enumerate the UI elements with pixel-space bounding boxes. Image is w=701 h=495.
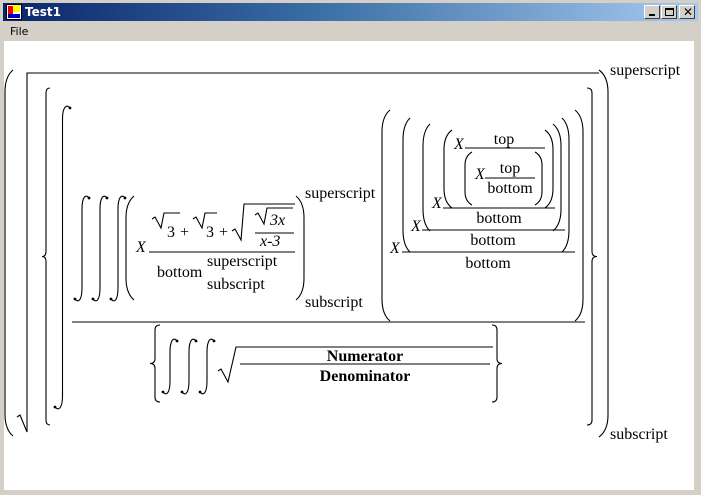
nested-left-paren-5 (464, 151, 473, 206)
integral-3-dot-top (123, 196, 127, 200)
integral-2-dot-top (105, 196, 109, 200)
denominator-integral-3-dot-bottom (198, 390, 202, 394)
nested-top-5: top (500, 160, 520, 177)
paren-superscript: superscript (305, 185, 376, 202)
big-integral (54, 105, 71, 410)
integral-3-dot-bottom (109, 297, 113, 301)
nested-right-paren-4 (544, 129, 554, 209)
denominator-integral-2 (181, 338, 197, 395)
inner-superscript: superscript (207, 253, 278, 270)
nested-left-paren-1 (381, 109, 391, 322)
nested-left-paren-3 (422, 123, 431, 232)
radical-1 (151, 212, 180, 230)
denominator-right-brace (491, 324, 503, 403)
outer-right-paren (598, 69, 609, 438)
integral-2-dot-bottom (91, 297, 95, 301)
big-integral-dot-top (68, 106, 72, 110)
denominator-integral-1-dot-bottom (161, 390, 165, 394)
nested-bottom-1: bottom (465, 255, 511, 272)
denominator-integral-1-dot-top (175, 339, 179, 343)
inner-subscript: subscript (207, 276, 265, 293)
minimize-button[interactable] (644, 5, 660, 19)
nested-bottom-3: bottom (476, 210, 522, 227)
maximize-icon (665, 8, 674, 16)
minimize-icon (649, 14, 655, 16)
integral-1-dot-top (87, 196, 91, 200)
outer-left-paren (4, 69, 14, 437)
outer-radical (16, 72, 599, 433)
denominator-integral-2-dot-bottom (180, 390, 184, 394)
paren-subscript: subscript (305, 294, 363, 311)
inner-plus-2: + (219, 224, 228, 241)
denominator-denominator: Denominator (320, 368, 411, 385)
denominator-integral-3-dot-top (212, 339, 216, 343)
nested-base-5: X (474, 166, 486, 183)
nested-right-paren-2 (561, 117, 570, 253)
radical-3 (231, 203, 295, 242)
nested-left-paren-4 (443, 129, 453, 209)
inner-denominator: x-3 (259, 233, 280, 250)
nested-right-paren-5 (534, 151, 543, 206)
nested-bottom-2: bottom (470, 232, 516, 249)
inner-right-paren (295, 195, 305, 301)
integral-1-dot-bottom (73, 297, 77, 301)
app-icon[interactable] (6, 4, 22, 20)
denominator-left-brace (149, 324, 161, 403)
maximize-button[interactable] (661, 5, 677, 19)
inner-radicand-2: 3 (206, 224, 214, 241)
radical-3x (254, 207, 293, 226)
inner-bottom: bottom (157, 264, 203, 281)
formula-canvas (4, 41, 694, 490)
close-icon: ✕ (683, 5, 694, 19)
nested-left-paren-2 (402, 117, 411, 253)
nested-base-2: X (410, 218, 422, 235)
nested-bottom-5: bottom (487, 180, 533, 197)
nested-base-3: X (431, 195, 443, 212)
inner-radicand-3x: 3x (269, 212, 285, 229)
radical-2 (192, 212, 217, 230)
denominator-radical (217, 346, 493, 384)
integral-1 (74, 195, 90, 302)
denominator-integral-3 (199, 338, 215, 395)
menu-file[interactable]: File (10, 25, 29, 38)
denominator-integral-1 (162, 338, 178, 395)
outer-superscript: superscript (610, 62, 681, 79)
nested-base-4: X (453, 136, 465, 153)
nested-top-4: top (494, 131, 514, 148)
nested-right-paren-1 (574, 109, 584, 322)
denominator-numerator: Numerator (327, 348, 403, 365)
window-title: Test1 (25, 5, 61, 19)
outer-subscript: subscript (610, 426, 668, 443)
inner-plus-1: + (180, 224, 189, 241)
outer-left-brace (41, 87, 51, 426)
close-button[interactable]: ✕ (679, 5, 695, 19)
nested-base-1: X (389, 240, 401, 257)
inner-base: X (135, 239, 147, 256)
inner-left-paren (125, 195, 135, 301)
outer-right-brace (586, 87, 598, 426)
menu-bar: File (3, 22, 698, 41)
nested-right-paren-3 (552, 123, 562, 232)
formula-strokes (4, 69, 609, 438)
inner-radicand-1: 3 (167, 224, 175, 241)
integral-2 (92, 195, 108, 302)
big-integral-dot-bottom (53, 405, 57, 409)
denominator-integral-2-dot-top (194, 339, 198, 343)
integral-3 (110, 195, 126, 302)
title-bar[interactable]: Test1 ✕ (3, 3, 698, 21)
